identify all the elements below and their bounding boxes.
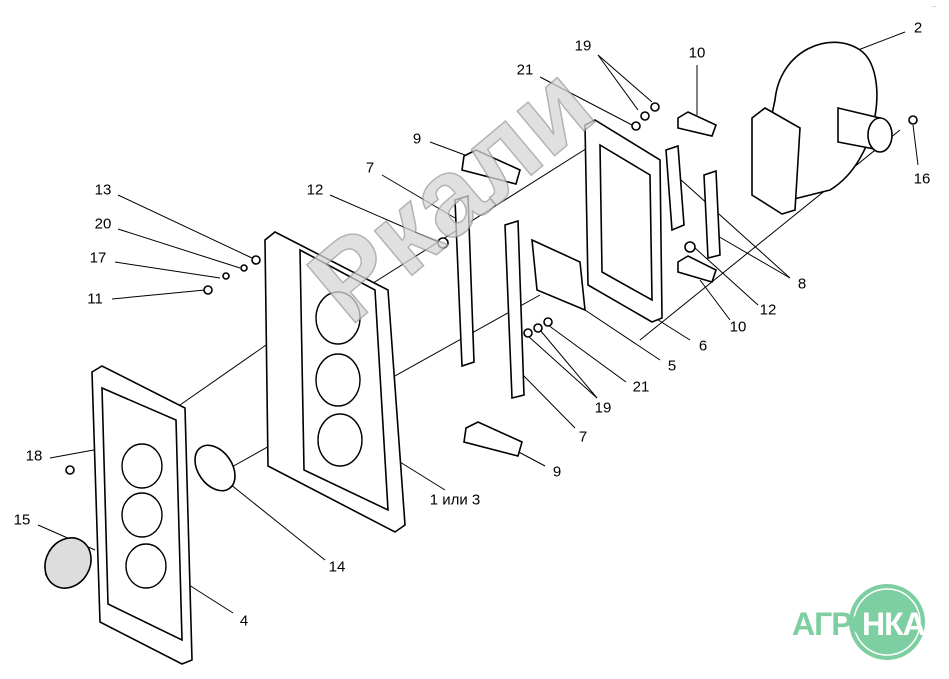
- ring-part-14: [194, 444, 236, 492]
- label-19b: 19: [594, 399, 612, 417]
- label-1-or-3: 1 или 3: [429, 491, 481, 509]
- main-panel-part-1-or-3: [264, 231, 406, 533]
- label-12b: 12: [759, 301, 777, 319]
- logo-circle: [849, 584, 925, 660]
- frame-part-6: [584, 119, 663, 323]
- label-15: 15: [13, 511, 31, 529]
- label-5: 5: [667, 357, 677, 375]
- label-11: 11: [87, 290, 103, 308]
- logo-text-right: НКА: [862, 606, 926, 642]
- fan-part-2: [751, 41, 893, 215]
- label-4: 4: [239, 612, 249, 630]
- label-7: 7: [365, 159, 375, 177]
- label-8: 8: [797, 275, 807, 293]
- label-18: 18: [25, 447, 43, 465]
- front-panel-part-4: [91, 365, 193, 665]
- label-7b: 7: [578, 428, 588, 446]
- block-part-10-lower: [677, 255, 717, 283]
- block-part-9-upper: [461, 149, 521, 185]
- grille-part-15: [44, 537, 92, 589]
- block-part-9-lower: [463, 421, 523, 457]
- label-21: 21: [516, 61, 534, 79]
- label-9: 9: [412, 130, 422, 148]
- logo-text-left: АГРО: [792, 606, 876, 642]
- bar-part-7-upper: [454, 194, 475, 368]
- label-10: 10: [688, 44, 706, 62]
- label-19: 19: [574, 37, 592, 55]
- bar-part-7-lower: [504, 219, 525, 400]
- fasteners: [65, 102, 918, 475]
- label-9b: 9: [552, 463, 562, 481]
- bar-part-8-b: [703, 169, 721, 260]
- label-16: 16: [913, 170, 931, 188]
- label-21b: 21: [632, 378, 650, 396]
- label-20: 20: [94, 215, 112, 233]
- label-2: 2: [913, 19, 923, 37]
- corner-mark: ···: [931, 4, 936, 10]
- label-14: 14: [328, 558, 346, 576]
- bracket-part-5: [531, 238, 586, 312]
- bar-part-8-a: [665, 144, 685, 232]
- label-17: 17: [89, 249, 107, 267]
- label-13: 13: [94, 181, 112, 199]
- label-6: 6: [698, 337, 708, 355]
- label-12: 12: [306, 181, 324, 199]
- block-part-10-upper: [677, 111, 718, 137]
- label-10b: 10: [729, 318, 747, 336]
